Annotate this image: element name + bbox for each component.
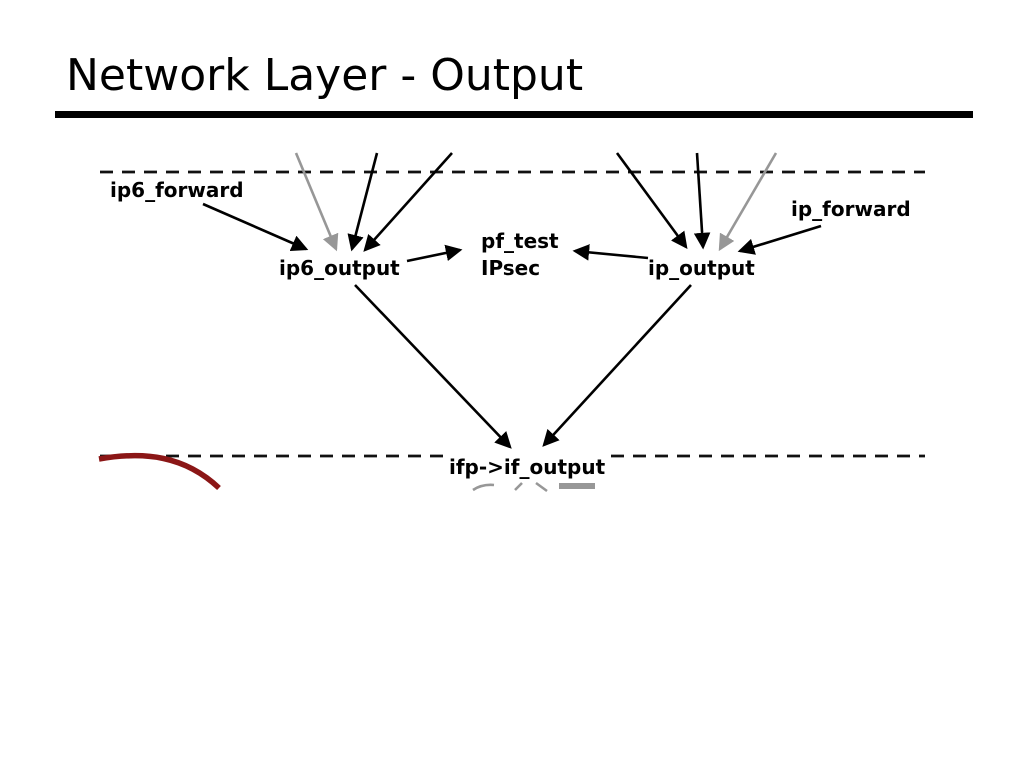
label-ip-output: ip_output (648, 256, 755, 280)
arrow-ip6-forward-to-ip6-output (202, 202, 309, 251)
title-underline-rule (55, 111, 973, 118)
label-ipsec: IPsec (481, 256, 541, 280)
label-pf-test-ipsec: pf_test IPsec (481, 228, 559, 282)
gray-stub-2 (514, 482, 523, 491)
label-ip-forward: ip_forward (791, 197, 911, 221)
arrow-ip-forward-to-ip-output (737, 224, 822, 255)
arrow-ip-output-to-pf-test (572, 244, 649, 261)
arrow-gray-upper-to-ip6-output (294, 152, 339, 252)
label-ip6-forward: ip6_forward (110, 178, 244, 202)
arrow-upper-2-to-ip-output (693, 152, 711, 250)
label-pf-test: pf_test (481, 229, 559, 253)
arrow-upper-1-to-ip-output (615, 152, 688, 250)
label-ifp-if-output: ifp->if_output (449, 455, 606, 479)
gray-stub-3 (535, 481, 548, 493)
arrow-ip-output-to-if-output (542, 284, 692, 447)
arrow-ip6-output-to-if-output (354, 284, 512, 449)
arrow-upper-2-to-ip6-output (363, 152, 453, 252)
arrow-ip6-output-to-pf-test (406, 244, 463, 263)
arrow-gray-upper-to-ip-output (718, 152, 778, 252)
gray-stub-1 (472, 483, 495, 492)
label-ip6-output: ip6_output (279, 256, 400, 280)
arrow-upper-1-to-ip6-output (347, 152, 379, 252)
red-annotation-arc (98, 452, 221, 491)
page-title: Network Layer - Output (66, 50, 584, 101)
